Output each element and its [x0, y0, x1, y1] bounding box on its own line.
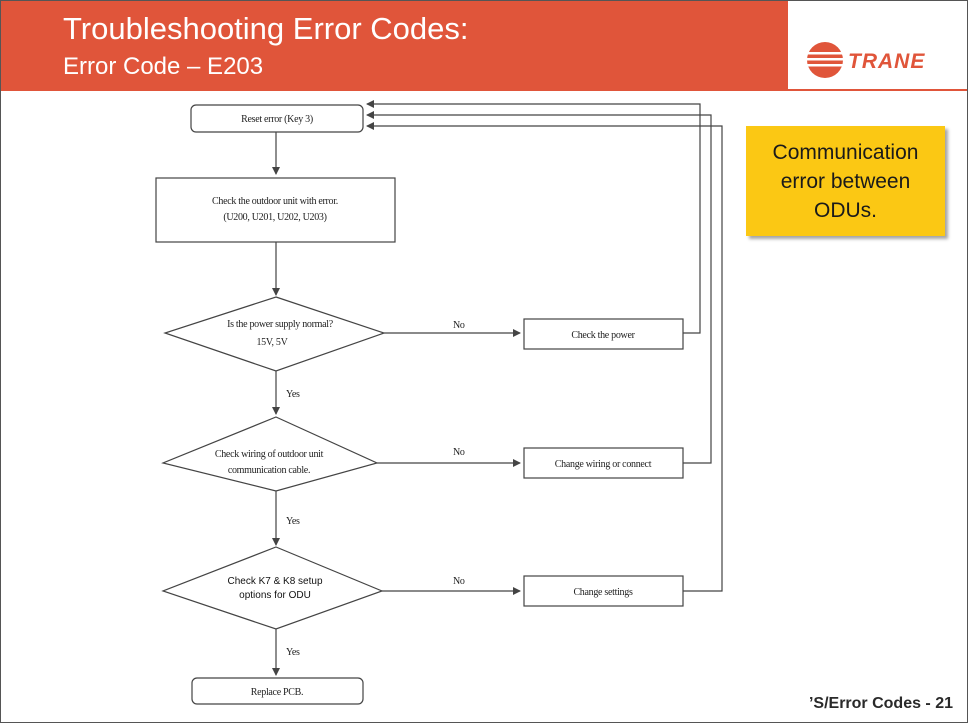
- power-supply-question-line1: Is the power supply normal?: [227, 319, 334, 330]
- change-settings-box: [523, 575, 684, 607]
- replace-pcb-label: Replace PCB.: [251, 687, 304, 698]
- slide-subtitle: Error Code – E203: [63, 53, 264, 80]
- slide-title: Troubleshooting Error Codes:: [63, 11, 469, 46]
- callout-text: Communication error between ODUs.: [772, 140, 919, 222]
- setup-options-decision: [161, 546, 384, 630]
- yes-label-power: Yes: [286, 389, 300, 400]
- change-settings-label: Change settings: [573, 587, 633, 598]
- check-outdoor-unit-line2: (U200, U201, U202, U203): [223, 212, 326, 223]
- wiring-question-line1: Check wiring of outdoor unit: [215, 449, 324, 460]
- yes-label-setup: Yes: [286, 647, 300, 658]
- setup-question-line2: options for ODU: [239, 590, 311, 601]
- check-outdoor-unit-line1: Check the outdoor unit with error.: [212, 196, 338, 207]
- header-divider: [1, 89, 967, 91]
- trane-logo-icon: TRANE: [807, 42, 925, 78]
- change-wiring-label: Change wiring or connect: [555, 459, 652, 470]
- no-label-power: No: [453, 320, 465, 331]
- reset-error-box: [190, 104, 364, 133]
- wiring-decision: [161, 416, 379, 492]
- no-label-setup: No: [453, 576, 465, 587]
- title-bar: Troubleshooting Error Codes: Error Code …: [1, 1, 788, 89]
- no-label-wiring: No: [453, 447, 465, 458]
- check-power-box: [523, 318, 684, 350]
- callout-note: Communication error between ODUs.: [746, 126, 945, 236]
- check-power-label: Check the power: [571, 330, 635, 341]
- power-supply-decision: [163, 296, 386, 372]
- power-supply-question-line2: 15V, 5V: [256, 337, 288, 348]
- replace-pcb-box: [191, 677, 364, 705]
- reset-error-label: Reset error (Key 3): [241, 114, 313, 125]
- return-line-power: [366, 100, 701, 334]
- logo-wordmark: TRANE: [848, 50, 925, 73]
- check-outdoor-unit-box: [155, 177, 396, 243]
- change-wiring-box: [523, 447, 684, 479]
- yes-label-wiring: Yes: [286, 516, 300, 527]
- footer-page-label: ’S/Error Codes - 21: [808, 695, 953, 712]
- return-line-setup: [366, 122, 723, 592]
- return-line-wiring: [366, 111, 712, 464]
- setup-question-line1: Check K7 & K8 setup: [227, 576, 322, 587]
- wiring-question-line2: communication cable.: [228, 465, 310, 476]
